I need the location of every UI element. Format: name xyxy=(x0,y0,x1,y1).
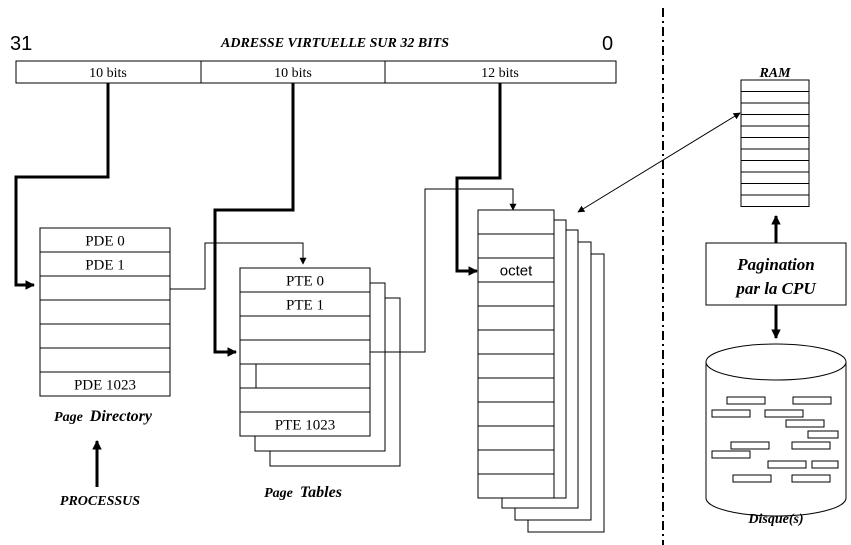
page-tables-caption: Page Tables xyxy=(264,484,342,501)
page-table-entry: PTE 1023 xyxy=(275,417,335,433)
disk-cylinder xyxy=(706,344,846,516)
page-directory-caption: Page Directory xyxy=(54,408,153,425)
pagination-line1: Pagination xyxy=(736,255,814,274)
ram-frame xyxy=(741,80,809,207)
ram-label: RAM xyxy=(758,66,791,81)
bit-31-label: 31 xyxy=(10,33,32,55)
field-offset-bits: 12 bits xyxy=(481,66,519,81)
page-entry: octet xyxy=(500,262,533,279)
page-table-front: PTE 0 PTE 1 PTE 1023 xyxy=(240,268,370,436)
address-title: ADRESSE VIRTUELLE SUR 32 BITS xyxy=(220,36,449,51)
page-directory-entry: PDE 0 xyxy=(85,233,125,249)
bit-0-label: 0 xyxy=(602,33,613,55)
page-table-entry: PTE 1 xyxy=(286,297,324,313)
field-directory-bits: 10 bits xyxy=(89,66,127,81)
page-ram-link xyxy=(578,113,740,212)
page-directory-table: PDE 0 PDE 1 PDE 1023 xyxy=(40,228,170,396)
page-directory-frame xyxy=(40,228,170,396)
address-bar: 10 bits 10 bits 12 bits xyxy=(16,61,616,83)
page-directory-entry: PDE 1023 xyxy=(74,377,136,393)
page-tables-caption-word1: Page xyxy=(264,486,293,501)
page-front: octet xyxy=(478,210,554,498)
page-directory-caption-word2: Directory xyxy=(89,408,153,425)
page-directory-entry: PDE 1 xyxy=(85,257,125,273)
page-directory-caption-word1: Page xyxy=(54,410,83,425)
process-label: PROCESSUS xyxy=(60,494,140,509)
pagination-line2: par la CPU xyxy=(734,279,816,298)
pagination-box: Pagination par la CPU xyxy=(706,243,846,305)
page-tables-caption-word2: Tables xyxy=(300,484,342,501)
page-table-entry: PTE 0 xyxy=(286,273,324,289)
ram-block xyxy=(741,80,809,207)
field-table-bits: 10 bits xyxy=(274,66,312,81)
disk-label: Disque(s) xyxy=(747,512,803,527)
page-table-frame xyxy=(240,268,370,436)
